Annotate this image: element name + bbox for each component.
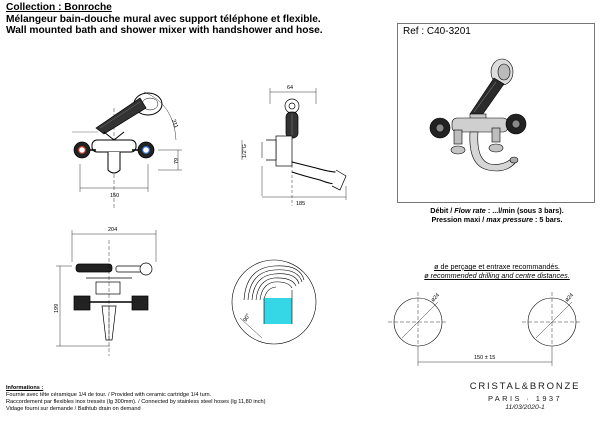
dim-side-top: 64 (287, 85, 293, 91)
pressure-value: : 5 bars. (534, 215, 563, 225)
info-line: Vidage fourni sur demande / Bathtub drai… (6, 406, 141, 412)
dim-front-width: 150 (110, 193, 119, 199)
flow-fr: Débit (430, 206, 449, 215)
side-view (241, 88, 347, 206)
pressure-en: max pressure (486, 215, 533, 225)
brand-block: CRISTAL&BRONZE PARIS · 1937 11/03/2020-1 (460, 381, 590, 411)
dim-side-thread: 1/2"G (242, 144, 248, 158)
drilling-fr: ø de perçage et entraxe recommandés. (434, 262, 560, 271)
dim-detail-angle: 90° (243, 313, 252, 323)
pressure-fr: Pression maxi (431, 215, 481, 225)
front-view (72, 91, 182, 210)
dim-hole-spacing: 150 ± 15 (474, 355, 495, 361)
flow-en: Flow rate (454, 206, 486, 215)
product-illustration (429, 58, 527, 172)
document-header: Collection : Bonroche Mélangeur bain-dou… (6, 2, 323, 37)
flow-rate-line: Débit / Flow rate : ...l/min (sous 3 bar… (430, 206, 564, 215)
brand-city: PARIS · 1937 (487, 394, 563, 403)
collection-label: Collection : Bonroche (6, 2, 112, 13)
dim-side-depth: 185 (296, 201, 305, 207)
dim-front-diag: 311 (170, 119, 179, 129)
flow-rate-info: Débit / Flow rate : ...l/min (sous 3 bar… (402, 206, 592, 225)
dim-top-width: 204 (108, 227, 117, 233)
info-line: Raccordement par flexibles inox tressés … (6, 399, 266, 405)
dim-top-height: 199 (54, 304, 60, 313)
title-english: Wall mounted bath and shower mixer with … (6, 25, 323, 37)
dim-front-height: 79 (174, 158, 180, 164)
brand-name: CRISTAL&BRONZE (469, 381, 581, 392)
reference-box: Ref : C40-3201 (397, 23, 595, 203)
info-line: Fournie avec tête céramique 1/4 de tour.… (6, 392, 212, 398)
flow-value: : ...l/min (sous 3 bars). (487, 206, 564, 215)
informations-title: Informations : (6, 385, 44, 391)
document-date: 11/03/2020-1 (505, 404, 545, 411)
drilling-caption: ø de perçage et entraxe recommandés. ø r… (398, 262, 596, 280)
drilling-en: ø recommended drilling and centre distan… (424, 271, 570, 280)
dim-hole-left: ø24 (430, 292, 441, 303)
informations-block: Informations : Fournie avec tête céramiq… (6, 385, 266, 413)
reference-code: Ref : C40-3201 (403, 26, 471, 37)
dim-hole-right: ø24 (564, 292, 575, 303)
title-french: Mélangeur bain-douche mural avec support… (6, 13, 321, 25)
drilling-diagram (388, 292, 582, 366)
cartridge-detail (231, 259, 317, 345)
pressure-line: Pression maxi / max pressure : 5 bars. (431, 215, 563, 225)
top-view (56, 230, 157, 356)
